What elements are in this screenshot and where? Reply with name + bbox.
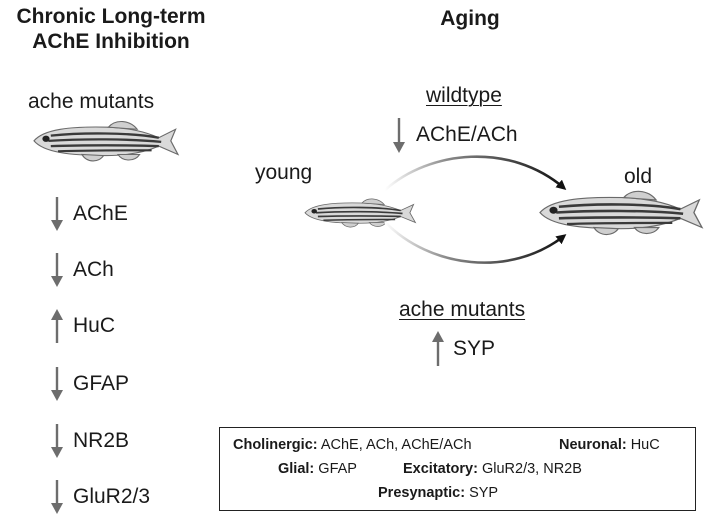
- legend-box: Cholinergic: AChE, ACh, AChE/ACh Neurona…: [219, 427, 696, 511]
- ache-mutants-change: SYP: [431, 330, 495, 368]
- marker-row: HuC: [50, 308, 115, 344]
- marker-label: NR2B: [73, 429, 130, 452]
- legend-cholinergic-label: Cholinergic:: [233, 437, 318, 453]
- down-arrow-icon: [51, 197, 63, 231]
- ache-mutants-change-label: SYP: [453, 337, 496, 360]
- marker-label: GluR2/3: [73, 485, 151, 508]
- up-arrow-icon: [51, 309, 63, 343]
- marker-label: ACh: [73, 258, 114, 281]
- legend-row-1: Cholinergic: AChE, ACh, AChE/ACh: [233, 437, 472, 453]
- left-panel-title: Chronic Long-term AChE Inhibition: [0, 4, 222, 54]
- marker-row: GluR2/3: [50, 479, 150, 515]
- legend-cholinergic-value: AChE, ACh, AChE/ACh: [320, 437, 472, 453]
- legend-presynaptic-value: SYP: [469, 485, 499, 501]
- down-arrow-icon: [51, 367, 63, 401]
- young-fish-image: [303, 197, 417, 229]
- marker-row: AChE: [50, 196, 128, 232]
- up-arrow-icon: [432, 331, 444, 366]
- left-subject-label: ache mutants: [28, 90, 155, 113]
- down-arrow-icon: [51, 253, 63, 287]
- aging-arrow-top: [384, 155, 567, 191]
- old-label: old: [624, 165, 653, 188]
- left-title-line1: Chronic Long-term: [16, 5, 206, 28]
- wildtype-change: AChE/ACh: [392, 116, 518, 154]
- marker-row: GFAP: [50, 366, 129, 402]
- right-panel-title: Aging: [440, 7, 500, 30]
- down-arrow-icon: [51, 424, 63, 458]
- legend-row-1b: Neuronal: HuC: [559, 437, 660, 453]
- down-arrow-icon: [51, 480, 63, 514]
- legend-glial-value: GFAP: [318, 461, 357, 477]
- ache-mutants-path-label: ache mutants: [399, 298, 526, 321]
- legend-row-2b: Excitatory: GluR2/3, NR2B: [403, 461, 582, 477]
- aging-arrow-bottom: [384, 221, 567, 264]
- left-fish-image: [32, 120, 180, 163]
- marker-label: GFAP: [73, 372, 130, 395]
- down-arrow-icon: [393, 118, 405, 153]
- wildtype-change-label: AChE/ACh: [416, 123, 518, 146]
- marker-label: AChE: [73, 202, 128, 225]
- marker-label: HuC: [73, 314, 116, 337]
- young-label: young: [255, 161, 313, 184]
- legend-glial-label: Glial:: [278, 461, 315, 477]
- legend-row-3: Presynaptic: SYP: [378, 485, 498, 501]
- old-fish-image: [538, 189, 704, 237]
- legend-neuronal-label: Neuronal:: [559, 437, 627, 453]
- legend-presynaptic-label: Presynaptic:: [378, 485, 466, 501]
- wildtype-label: wildtype: [426, 84, 502, 107]
- legend-excitatory-value: GluR2/3, NR2B: [481, 461, 582, 477]
- legend-excitatory-label: Excitatory:: [403, 461, 478, 477]
- marker-row: ACh: [50, 252, 114, 288]
- left-title-line2: AChE Inhibition: [32, 30, 190, 53]
- legend-row-2: Glial: GFAP: [278, 461, 357, 477]
- marker-row: NR2B: [50, 423, 129, 459]
- legend-neuronal-value: HuC: [630, 437, 660, 453]
